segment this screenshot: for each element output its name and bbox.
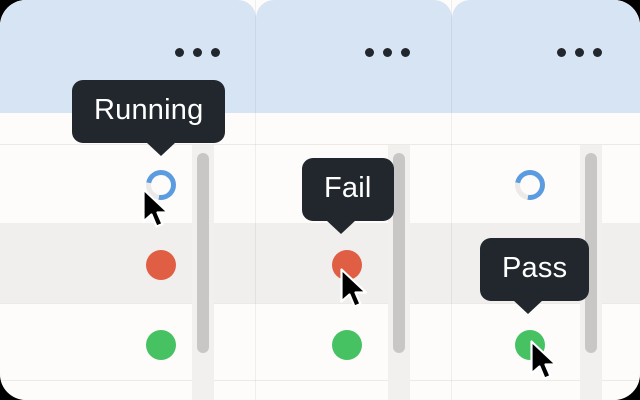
cursor-arrow-icon	[530, 340, 558, 380]
panel-header-3	[452, 0, 640, 113]
kebab-dot-1	[365, 48, 374, 57]
kebab-menu-icon[interactable]	[365, 48, 410, 57]
status-table-1	[0, 113, 256, 400]
table-row[interactable]	[452, 144, 640, 224]
tooltip-label: Fail	[324, 172, 372, 204]
table-row[interactable]	[452, 113, 640, 145]
tooltip-label: Running	[94, 94, 204, 126]
kebab-dot-1	[557, 48, 566, 57]
status-panel-2	[256, 0, 452, 400]
spinner-icon	[509, 164, 551, 206]
status-pass-2[interactable]	[332, 330, 362, 360]
table-row[interactable]	[0, 303, 256, 381]
table-row[interactable]	[0, 113, 256, 145]
panel-header-2	[256, 0, 452, 113]
kebab-dot-2	[383, 48, 392, 57]
kebab-menu-icon[interactable]	[557, 48, 602, 57]
tooltip-running: Running	[72, 80, 226, 156]
status-dot-icon	[146, 330, 176, 360]
kebab-dot-1	[175, 48, 184, 57]
tooltip-label: Pass	[502, 252, 568, 284]
table-row[interactable]	[452, 303, 640, 381]
status-panel-1	[0, 0, 256, 400]
kebab-dot-3	[401, 48, 410, 57]
table-row[interactable]	[256, 380, 452, 400]
scrollbar-thumb[interactable]	[393, 153, 405, 353]
mouse-cursor-panel-1	[141, 188, 175, 237]
status-dot-icon	[146, 250, 176, 280]
kebab-dot-2	[575, 48, 584, 57]
cursor-arrow-icon	[340, 268, 368, 308]
status-pass-1[interactable]	[146, 330, 176, 360]
scrollbar-thumb[interactable]	[585, 153, 597, 353]
table-row[interactable]	[0, 144, 256, 224]
panel-divider-2	[451, 0, 452, 400]
kebab-menu-icon[interactable]	[175, 48, 220, 57]
tooltip-fail: Fail	[302, 158, 394, 234]
table-row[interactable]	[256, 113, 452, 145]
cursor-arrow-icon	[142, 188, 170, 228]
tooltip-pass: Pass	[480, 238, 590, 314]
status-fail-1[interactable]	[146, 250, 176, 280]
status-running-3[interactable]	[509, 164, 551, 206]
table-row[interactable]	[256, 303, 452, 381]
scrollbar-thumb[interactable]	[197, 153, 209, 353]
status-dot-icon	[332, 330, 362, 360]
kebab-dot-3	[211, 48, 220, 57]
panel-divider-1	[255, 0, 256, 400]
table-row[interactable]	[0, 380, 256, 400]
vertical-scrollbar[interactable]	[192, 145, 214, 400]
mouse-cursor-panel-2	[339, 268, 373, 317]
kebab-dot-2	[193, 48, 202, 57]
mouse-cursor-panel-3	[529, 340, 563, 389]
kebab-dot-3	[593, 48, 602, 57]
vertical-scrollbar[interactable]	[580, 145, 602, 400]
table-row[interactable]	[0, 223, 256, 304]
status-panel-3	[452, 0, 640, 400]
